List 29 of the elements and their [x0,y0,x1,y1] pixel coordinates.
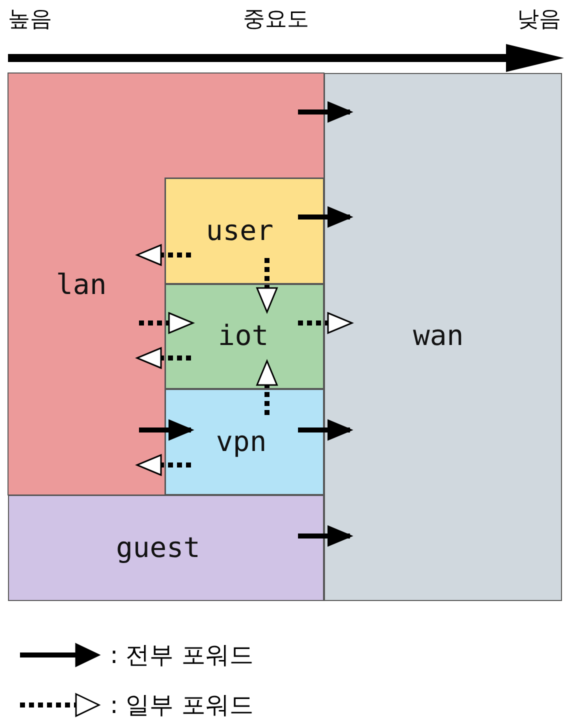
zone-label: vpn [216,425,267,458]
zone-box [8,495,324,601]
axis-label: 중요도 [243,6,309,34]
dotted-arrow [139,312,194,334]
dotted-arrow [298,312,353,334]
dotted-arrow [256,360,278,415]
zone-box [165,178,324,284]
zone-label: iot [218,319,269,352]
zone-label: guest [116,531,200,564]
axis-label: 높음 [8,6,52,34]
arrow [298,420,352,440]
zone-label: wan [413,319,464,352]
arrow [298,206,352,228]
zone-box [165,389,324,495]
zone-box [165,284,324,389]
zone-label: user [206,214,274,247]
dotted-arrow [256,258,278,313]
legend-text: : 전부 포워드 [110,640,254,671]
arrow [139,420,194,440]
arrow [298,526,352,546]
dotted-arrow [136,244,191,266]
axis-label: 낮음 [517,6,561,34]
arrow [298,102,352,122]
zone-area [8,72,324,496]
zone-area [324,73,562,601]
zone-label: lan [56,268,107,301]
dotted-arrow [136,454,191,476]
legend-text: : 일부 포워드 [110,690,254,721]
dotted-arrow [136,347,191,369]
